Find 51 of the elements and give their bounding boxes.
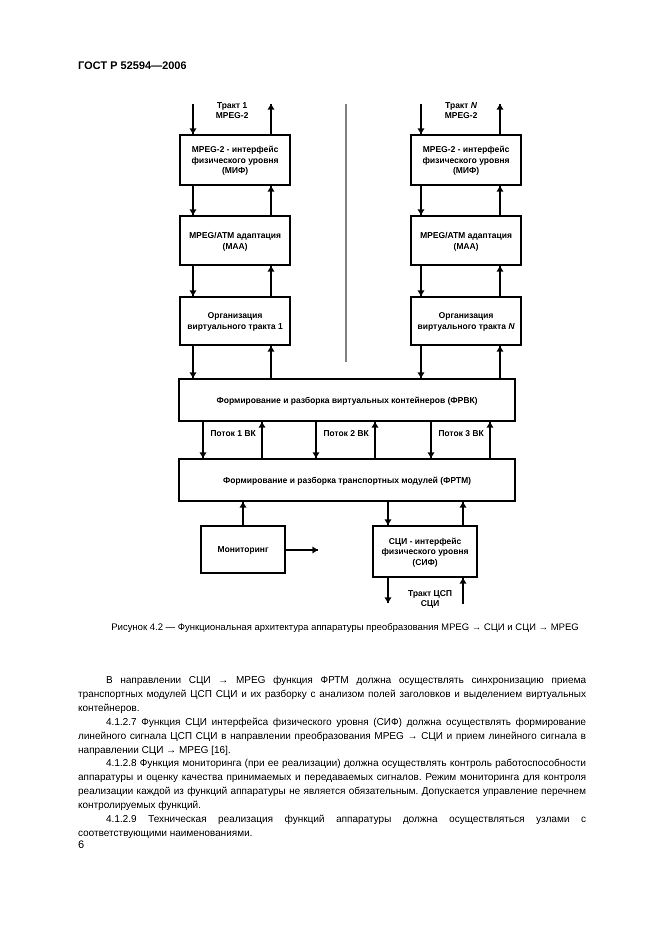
process-box: СЦИ - интерфейс физического уровня (СИФ) [372,525,478,578]
arrow [428,422,434,458]
signal-label: Тракт ЦСП СЦИ [406,588,454,608]
process-box: MPEG-2 - интерфейс физического уровня (МИФ) [179,134,291,186]
signal-label: Тракт N MPEG-2 [444,100,478,120]
arrow [418,266,424,296]
signal-label: Поток 2 ВК [322,428,370,438]
process-box: MPEG-2 - интерфейс физического уровня (МИФ) [410,134,522,186]
arrow [286,546,318,554]
paragraph: В направлении СЦИ → MPEG функция ФРТМ должна осуществлять синхронизацию приема транспортных модулей ЦСП СЦИ и их разборку с анализом полей заголовков и выделением виртуальных контейнеров. [78,674,586,716]
arrow [418,186,424,215]
arrow [200,422,206,458]
arrow [240,502,246,525]
arrow [418,346,424,378]
arrow [496,266,504,296]
arrow [268,266,274,296]
paragraph: 4.1.2.9 Техническая реализация функций аппаратуры должна осуществляться узлами с соответствующими наименованиями. [78,813,586,840]
page-number: 6 [78,839,84,851]
process-box: Формирование и разборка виртуальных контейнеров (ФРВК) [178,378,516,422]
process-box: Формирование и разборка транспортных модулей (ФРТМ) [178,458,516,502]
arrow [190,186,196,215]
arrow [268,346,274,378]
paragraph: 4.1.2.8 Функция мониторинга (при ее реализации) должна осуществлять контроль работоспособности аппаратуры и оценку качества принимаемых и передаваемых сигналов. Режим мониторинга для контроля реализации каждой из функций аппаратуры не является обязательным. Допускается управление перечнем контролируемых функций. [78,757,586,814]
arrow [496,346,504,378]
arrow [190,346,196,378]
arrow [460,502,466,525]
signal-label: Поток 1 ВК [209,428,257,438]
monitoring-box: Мониторинг [200,525,286,574]
figure-caption: Рисунок 4.2 — Функциональная архитектура аппаратуры преобразования MPEG → СЦИ и СЦИ → MPEG [110,622,580,633]
arrow [418,104,424,134]
arrow [384,502,392,525]
arrow [486,422,494,458]
arrow [190,266,196,296]
arrow [496,104,504,134]
signal-label: Тракт 1 MPEG-2 [214,100,250,120]
arrow [268,104,274,134]
arrow [460,578,466,604]
arrow [496,186,504,215]
arrow [190,104,196,134]
process-box: MPEG/ATM адаптация (МАА) [410,215,522,266]
process-box: Организация виртуального тракта 1 [179,296,291,346]
arrow [384,578,392,603]
arrow [268,186,274,215]
arrow [312,422,320,458]
document-header: ГОСТ Р 52594—2006 [78,60,187,72]
paragraph: 4.1.2.7 Функция СЦИ интерфейса физического уровня (СИФ) должна осуществлять формирование линейного сигнала ЦСП СЦИ в направлении преобразования MPEG → СЦИ и прием линейного сигнала в направлении СЦИ → MPEG [16]. [78,716,586,758]
arrow [372,422,378,458]
process-box: MPEG/ATM адаптация (МАА) [179,215,291,266]
process-box: Организация виртуального тракта N [410,296,522,346]
arrow [258,422,266,458]
signal-label: Поток 3 ВК [437,428,485,438]
